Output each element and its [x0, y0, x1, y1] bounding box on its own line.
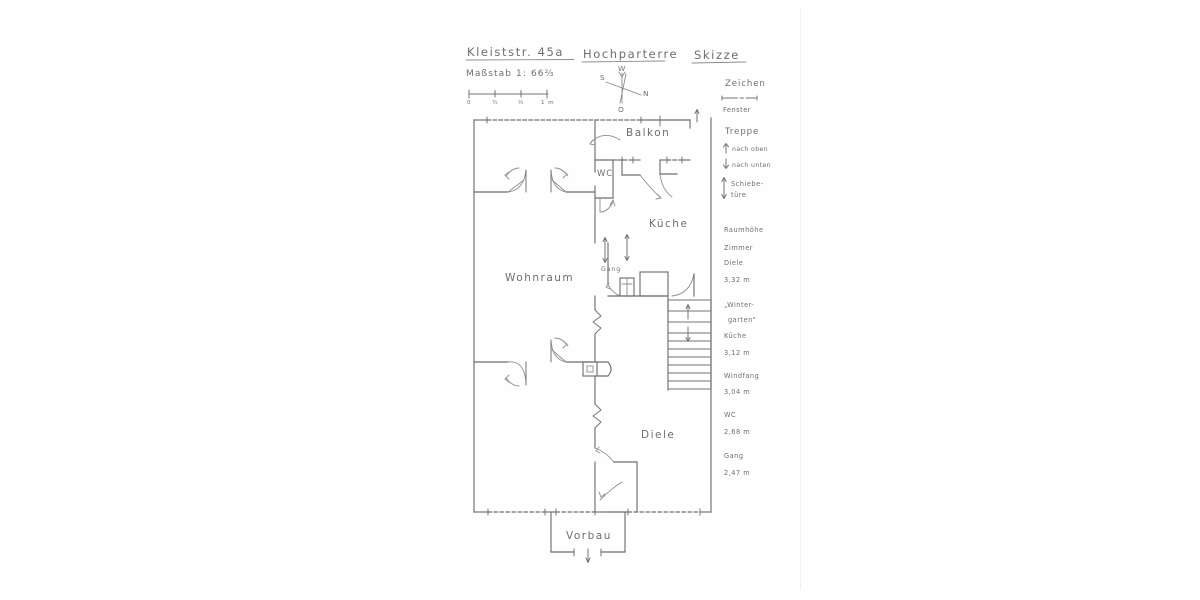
- legend-label-tuere: türe: [731, 191, 746, 199]
- arrow-up-icon: [723, 143, 729, 154]
- legend-label-nach-oben: nach oben: [732, 146, 768, 153]
- room-height-2-room: Windfang: [724, 372, 759, 380]
- room-heights-list: Raumhöhe Zimmer Diele 3,32 m „Winter- ga…: [724, 226, 764, 477]
- scale-bar: Maßstab 1: 66⅔ 0 ¼ ½ 1 m: [466, 69, 555, 106]
- scale-tick-3: 1 m: [541, 100, 555, 106]
- room-height-3-room: WC: [724, 411, 736, 419]
- legend: Zeichen Fenster Treppe nach oben: [721, 79, 771, 199]
- compass-label-o: O: [618, 105, 625, 114]
- room-label-diele: Diele: [641, 429, 675, 441]
- room-label-wc: WC: [597, 169, 613, 179]
- room-height-0-room: Zimmer: [724, 244, 753, 252]
- room-label-kueche: Küche: [649, 218, 688, 230]
- title-floor: Hochparterre: [583, 47, 678, 61]
- room-height-1-room2: garten": [728, 316, 756, 324]
- sliding-door-symbol-icon: [721, 177, 727, 199]
- legend-label-schiebe: Schiebe-: [731, 180, 764, 188]
- vorbau-structure: [550, 511, 626, 563]
- title-kind: Skizze: [694, 48, 740, 62]
- legend-label-fenster: Fenster: [723, 106, 751, 114]
- compass-label-n: N: [643, 89, 649, 98]
- title-address: Kleiststr. 45a: [467, 45, 564, 59]
- room-height-3-value: 2,68 m: [724, 428, 750, 436]
- paper-surface: [0, 0, 800, 600]
- room-height-1-room: „Winter-: [724, 301, 754, 309]
- door-swings-wohnraum-upper: [473, 167, 596, 193]
- room-label-vorbau: Vorbau: [566, 530, 612, 542]
- window-symbol-icon: [721, 95, 758, 101]
- room-label-wohnraum: Wohnraum: [505, 272, 574, 284]
- room-height-2-value: 3,04 m: [724, 388, 750, 396]
- room-label-balkon: Balkon: [626, 127, 670, 139]
- room-height-4-room: Gang: [724, 452, 744, 460]
- title-block: Kleiststr. 45a Hochparterre Skizze: [465, 45, 747, 64]
- floor-plan-walls: [473, 109, 712, 563]
- room-heights-heading: Raumhöhe: [724, 226, 764, 234]
- room-height-4-value: 2,47 m: [724, 469, 750, 477]
- sliding-door-arrows-gang: [602, 234, 630, 263]
- room-height-1-value: 3,12 m: [724, 349, 750, 357]
- legend-label-nach-unten: nach unten: [732, 162, 771, 169]
- door-swings-wohnraum-lower: [473, 337, 596, 387]
- scale-tick-1: ¼: [492, 100, 498, 106]
- legend-heading: Zeichen: [725, 79, 766, 89]
- scale-tick-2: ½: [518, 99, 524, 106]
- compass-label-w: W: [618, 64, 626, 73]
- compass-rose-icon: W S N O: [600, 64, 649, 114]
- arrow-down-icon: [723, 158, 729, 169]
- staircase: [667, 299, 712, 391]
- legend-label-treppe: Treppe: [724, 127, 759, 137]
- room-height-0-value: 3,32 m: [724, 276, 750, 284]
- room-label-gang: Gang: [601, 266, 621, 273]
- room-height-0-room2: Diele: [724, 259, 743, 267]
- room-labels: Balkon WC Küche Wohnraum Gang Diele Vorb…: [505, 127, 688, 542]
- compass-label-s: S: [600, 73, 606, 82]
- scale-label: Maßstab 1: 66⅔: [466, 69, 554, 79]
- room-height-1-room3: Küche: [724, 332, 747, 340]
- scale-tick-0: 0: [467, 100, 471, 106]
- paper-right-edge: [800, 8, 801, 590]
